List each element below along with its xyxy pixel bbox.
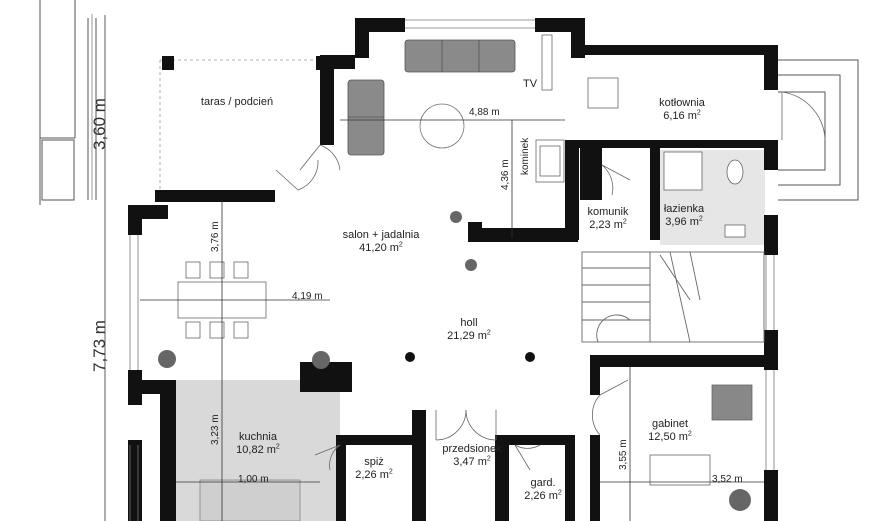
room-kuchnia-name: kuchnia [239,431,277,443]
dimension-d2: 7,73 m [90,320,109,372]
terrace [159,59,325,190]
room-komunik-area: 2,23 m2 [589,218,627,231]
room-spiz-area: 2,26 m2 [355,468,393,481]
stairs [581,251,765,343]
plants [158,211,751,511]
room-holl-label: holl 21,29 m2 [447,317,491,343]
room-holl-name: holl [460,317,478,329]
room-przedsionek-name: przedsionek [442,443,502,455]
room-przedsionek-area: 3,47 m2 [453,455,491,468]
walls [128,18,778,521]
dimension-d6: 4,19 m [292,291,323,302]
dimension-d7: 3,23 m [210,414,221,445]
kominek-label: kominek [520,137,531,175]
room-gard-area: 2,26 m2 [524,489,562,502]
windows [129,19,775,521]
coffee-table [419,103,465,149]
room-lazienka-area: 3,96 m2 [665,215,703,228]
terrace-columns [162,56,328,70]
room-gard-name: gard. [530,477,556,489]
tv-and-fireplace [535,34,565,183]
room-holl-area: 21,29 m2 [447,329,491,342]
room-taras-label: taras / podcień [200,96,274,108]
room-komunik-name: komunik [587,206,629,218]
room-kotlownia-name: kotłownia [659,97,705,109]
office-furniture [649,384,753,486]
dimension-d1: 3,60 m [90,98,109,150]
room-przedsionek-label: przedsionek 3,47 m2 [442,443,501,469]
room-kotlownia-area: 6,16 m2 [663,109,701,122]
left-structure [39,0,97,205]
room-spiz-name: spiż [364,456,384,468]
room-gabinet-area: 12,50 m2 [648,430,692,443]
room-spiz-label: spiż 2,26 m2 [355,456,393,482]
tv-label: TV [523,78,538,90]
room-gabinet-label: gabinet 12,50 m2 [648,418,692,444]
dimension-d5: 3,76 m [210,221,221,252]
room-lazienka-label: łazienka 3,96 m2 [664,203,704,229]
dimension-d8: 1,00 m [238,474,269,485]
room-salon-label: salon + jadalnia 41,20 m2 [343,229,420,255]
room-salon-area: 41,20 m2 [359,241,403,254]
room-komunik-label: komunik 2,23 m2 [588,206,629,232]
bathroom-fixtures [587,77,746,238]
room-gard-label: gard. 2,26 m2 [524,477,562,503]
porch [778,59,859,201]
room-lazienka-name: łazienka [663,203,705,215]
dimension-d9: 3,55 m [618,439,629,470]
room-kotlownia-label: kotłownia 6,16 m2 [659,97,705,123]
room-kuchnia-area: 10,82 m2 [236,443,280,456]
dimension-d3: 4,88 m [469,107,500,118]
room-gabinet-name: gabinet [651,418,689,430]
sofa [347,39,516,156]
kitchen-counter [199,479,301,521]
holl-columns [405,352,535,362]
dimension-d4: 4,36 m [500,159,511,190]
room-kuchnia-label: kuchnia 10,82 m2 [236,431,280,457]
room-salon-name: salon + jadalnia [342,229,420,241]
doors [275,91,826,471]
dimension-lines [104,15,764,521]
dimension-d10: 3,52 m [712,474,743,485]
